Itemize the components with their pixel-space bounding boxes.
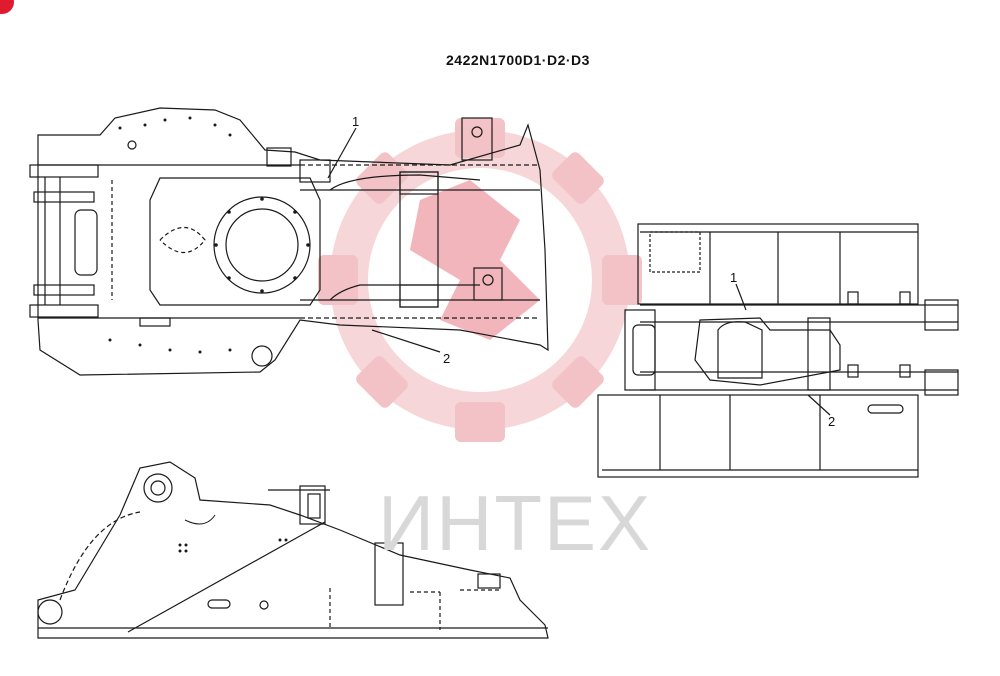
frame-alt-view	[597, 223, 959, 478]
callout-2-right-view: 2	[828, 414, 835, 429]
watermark-gear-logo	[318, 118, 642, 442]
watermark-text: ИНТЕХ	[378, 479, 653, 567]
drawing-number: 2422N1700D1·D2·D3	[446, 52, 590, 68]
callout-2-top-view: 2	[443, 351, 450, 366]
callout-1-right-view: 1	[730, 270, 737, 285]
callout-1-top-view: 1	[352, 114, 359, 129]
frame-plan-view	[29, 107, 549, 376]
frame-side-view	[37, 461, 549, 639]
